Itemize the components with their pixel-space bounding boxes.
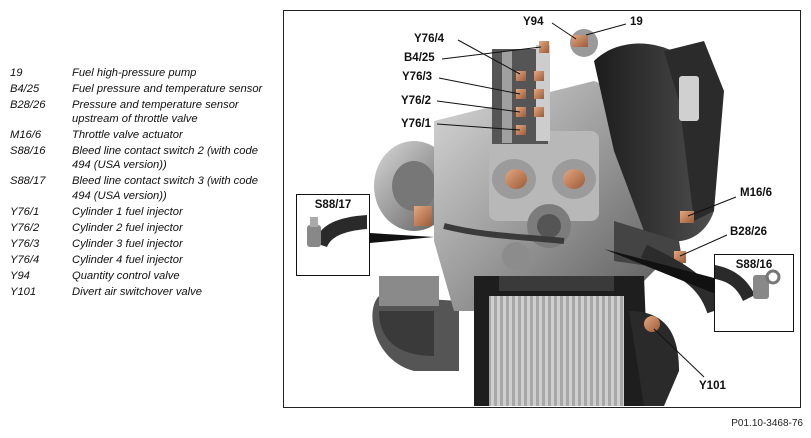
legend-row: Y76/4 Cylinder 4 fuel injector <box>10 253 278 267</box>
legend-row: S88/17 Bleed line contact switch 3 (with … <box>10 174 278 202</box>
callout-b28-26: B28/26 <box>730 226 768 238</box>
injector-y76-4 <box>516 71 526 81</box>
legend-code: Y76/4 <box>10 253 40 266</box>
legend-description: Bleed line contact switch 2 (with code 4… <box>72 145 258 172</box>
legend-code: S88/16 <box>10 145 46 158</box>
legend-code: 19 <box>10 67 23 79</box>
callout-m16-6: M16/6 <box>740 187 772 199</box>
legend-description: Pressure and temperature sensor upstream… <box>72 99 239 126</box>
inset-s88-17: S88/17 <box>296 194 370 276</box>
legend-description: Bleed line contact switch 3 (with code 4… <box>72 175 258 202</box>
legend-row: Y76/3 Cylinder 3 fuel injector <box>10 237 278 251</box>
legend-row: Y94 Quantity control valve <box>10 269 278 283</box>
legend-code: Y76/2 <box>10 221 40 234</box>
legend-code: S88/17 <box>10 175 46 188</box>
legend-description: Divert air switchover valve <box>72 285 202 298</box>
legend-code: Y94 <box>10 269 30 282</box>
legend-description: Fuel pressure and temperature sensor <box>72 83 263 95</box>
throttle-actuator-m16-6 <box>680 211 694 223</box>
legend-description: Cylinder 1 fuel injector <box>72 205 183 218</box>
legend-description: Cylinder 4 fuel injector <box>72 253 183 266</box>
figure-reference-number: P01.10-3468-76 <box>731 418 803 429</box>
callout-y76-1: Y76/1 <box>401 118 432 130</box>
high-pressure-pump <box>570 29 598 57</box>
callout-y76-3: Y76/3 <box>402 71 433 83</box>
engine-illustration <box>370 22 737 406</box>
inset-pointer-s88-17 <box>370 233 434 243</box>
legend-description: Quantity control valve <box>72 269 180 282</box>
inset-s88-16: S88/16 <box>714 254 794 332</box>
legend-row: Y76/1 Cylinder 1 fuel injector <box>10 205 278 219</box>
callout-y94: Y94 <box>523 16 544 28</box>
legend-description: Cylinder 3 fuel injector <box>72 237 183 250</box>
legend-code: Y76/3 <box>10 237 40 250</box>
callout-b4-25: B4/25 <box>404 52 435 64</box>
legend-row: B4/25 Fuel pressure and temperature senso… <box>10 82 278 96</box>
bleed-switch-3-detail <box>307 215 367 247</box>
inset-label-s88-16: S88/16 <box>735 259 773 271</box>
intercooler <box>474 276 679 406</box>
pressure-sensor-b4-25 <box>539 41 549 53</box>
legend-row: 19 Fuel high-pressure pump <box>10 66 278 80</box>
legend-description: Fuel high-pressure pump <box>72 67 197 79</box>
component-legend: 19 Fuel high-pressure pump B4/25 Fuel pres… <box>10 66 278 301</box>
injector-y76-3 <box>516 89 526 99</box>
quantity-control-valve-y94 <box>572 35 588 47</box>
callout-y76-2: Y76/2 <box>401 95 432 107</box>
legend-code: M16/6 <box>10 129 42 142</box>
legend-code: Y76/1 <box>10 205 40 218</box>
legend-code: Y101 <box>10 285 37 298</box>
legend-row: B28/26 Pressure and temperature sensor up… <box>10 98 278 126</box>
legend-description: Throttle valve actuator <box>72 129 183 142</box>
callout-y76-4: Y76/4 <box>414 33 445 45</box>
inset-label-s88-17: S88/17 <box>314 199 352 211</box>
pressure-sensor-b28-26 <box>674 251 686 263</box>
inset-pointer-s88-16 <box>604 249 718 295</box>
legend-code: B28/26 <box>10 99 46 111</box>
legend-description: Cylinder 2 fuel injector <box>72 221 183 234</box>
engine-block <box>434 81 664 311</box>
leader-lines <box>436 22 737 378</box>
legend-row: M16/6 Throttle valve actuator <box>10 128 278 142</box>
legend-row: Y76/2 Cylinder 2 fuel injector <box>10 221 278 235</box>
bleed-switch-2-detail <box>715 265 781 301</box>
legend-row: S88/16 Bleed line contact switch 2 (with … <box>10 144 278 172</box>
callout-y101: Y101 <box>699 380 726 392</box>
injector-y76-1 <box>516 125 526 135</box>
legend-row: Y101 Divert air switchover valve <box>10 285 278 299</box>
divert-air-valve-y101 <box>644 316 660 332</box>
engine-illustration-frame: Y94 19 Y76/4 B4/25 Y76/3 Y76/2 Y76/1 M16… <box>283 10 801 408</box>
callout-19: 19 <box>630 16 643 28</box>
injector-y76-2 <box>516 107 526 117</box>
legend-code: B4/25 <box>10 83 40 95</box>
